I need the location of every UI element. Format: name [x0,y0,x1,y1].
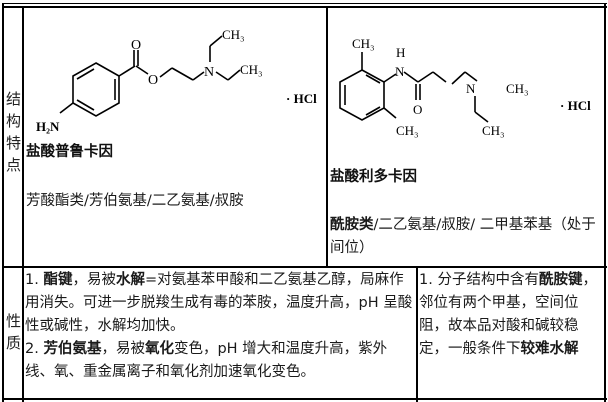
lidocaine-property-1: 1. 分子结构中含有酰胺键，邻位有两个甲基，空间位阻，故本品对酸和碱较稳定，一般… [419,269,603,361]
table-top-border-inner [2,6,607,8]
lidocaine-features-rest: /二乙氨基/叔胺/ 二甲基苯基（处于间位） [330,217,596,256]
structure-column-divider [326,6,328,267]
property-text: ，邻位有两个甲基，空间位阻，故本品对酸和碱较稳定，一般条件下 [419,272,597,357]
procaine-salt-label: · HCl [286,91,317,106]
procaine-nitrogen: N [204,65,214,80]
lidocaine-ethyl-right: CH₃ [506,81,529,96]
lidocaine-ethyl-down: CH₃ [482,123,505,138]
lidocaine-nh-h: H [396,45,405,60]
procaine-name: 盐酸普鲁卡因 [26,144,113,160]
property-text: ，易被 [101,341,145,357]
lidocaine-features-bold: 酰胺类 [330,217,374,233]
procaine-properties: 1. 酯键，易被水解=对氨基苯甲酸和二乙氨基乙醇，局麻作用消失。可进一步脱羧生成… [25,269,416,384]
label-char: 点 [5,156,21,174]
label-char: 结 [5,90,21,108]
table-right-border [604,3,606,402]
procaine-property-1: 1. 酯键，易被水解=对氨基苯甲酸和二乙氨基乙醇，局麻作用消失。可进一步脱羧生成… [25,269,416,338]
properties-column-divider [416,266,418,402]
procaine-methyl-right: CH₃ [240,62,263,77]
procaine-structure-diagram: H₂N O O N CH₃ CH₃ · HCl [36,27,317,134]
property-number: 1. [25,272,44,288]
row-label-structure: 结 构 特 点 [4,88,23,176]
label-char: 质 [5,334,21,352]
lidocaine-carbonyl-o: O [413,102,422,117]
property-text: 变色，pH 增大和温度升高，紫外线、氧、重金属离子和氧化剂加速氧化变色。 [25,341,388,380]
property-keyword: 氧化 [144,341,174,357]
procaine-carbonyl-o: O [131,38,141,53]
procaine-methyl-top: CH₃ [222,27,245,42]
property-number: 2. [25,341,44,357]
lidocaine-methyl-bottom: CH₃ [396,123,419,138]
property-text: 分子结构中含有 [437,272,539,288]
label-column-divider [22,6,24,402]
procaine-property-2: 2. 芳伯氨基，易被氧化变色，pH 增大和温度升高，紫外线、氧、重金属离子和氧化… [25,338,416,384]
lidocaine-nh-n: N [395,64,405,79]
property-keyword: 水解 [115,272,145,288]
table-top-border-outer [2,3,607,4]
lidocaine-name: 盐酸利多卡因 [330,169,417,185]
procaine-ester-o: O [148,73,158,88]
property-text: ，易被 [72,272,116,288]
property-keyword: 酰胺键 [538,272,583,288]
lidocaine-features: 酰胺类/二乙氨基/叔胺/ 二甲基苯基（处于间位） [330,214,604,260]
table-bottom-border [2,398,607,400]
property-text: =对氨基苯甲酸和二乙氨基乙醇，局麻作用消失。可进一步脱羧生成有毒的苯胺，温度升高… [25,272,413,334]
table-left-border [2,3,4,402]
label-char: 构 [5,112,21,130]
label-char: 特 [5,134,21,152]
lidocaine-nitrogen: N [466,81,476,96]
lidocaine-methyl-top: CH₃ [352,36,375,51]
label-char: 性 [5,312,21,330]
row-label-properties: 性 质 [4,310,23,354]
property-keyword: 酯键 [43,272,73,288]
property-number: 1. [419,272,438,288]
lidocaine-salt-label: · HCl [560,98,591,113]
lidocaine-structure-diagram: CH₃ H N O N CH₃ CH₃ CH₃ · HCl [339,36,591,138]
property-keyword: 芳伯氨基 [43,341,102,357]
property-keyword: 较难水解 [520,341,579,357]
row-divider [2,266,607,268]
procaine-amine-label: H₂N [36,119,60,134]
lidocaine-properties: 1. 分子结构中含有酰胺键，邻位有两个甲基，空间位阻，故本品对酸和碱较稳定，一般… [419,269,603,361]
procaine-features: 芳酸酯类/芳伯氨基/二乙氨基/叔胺 [26,193,244,209]
